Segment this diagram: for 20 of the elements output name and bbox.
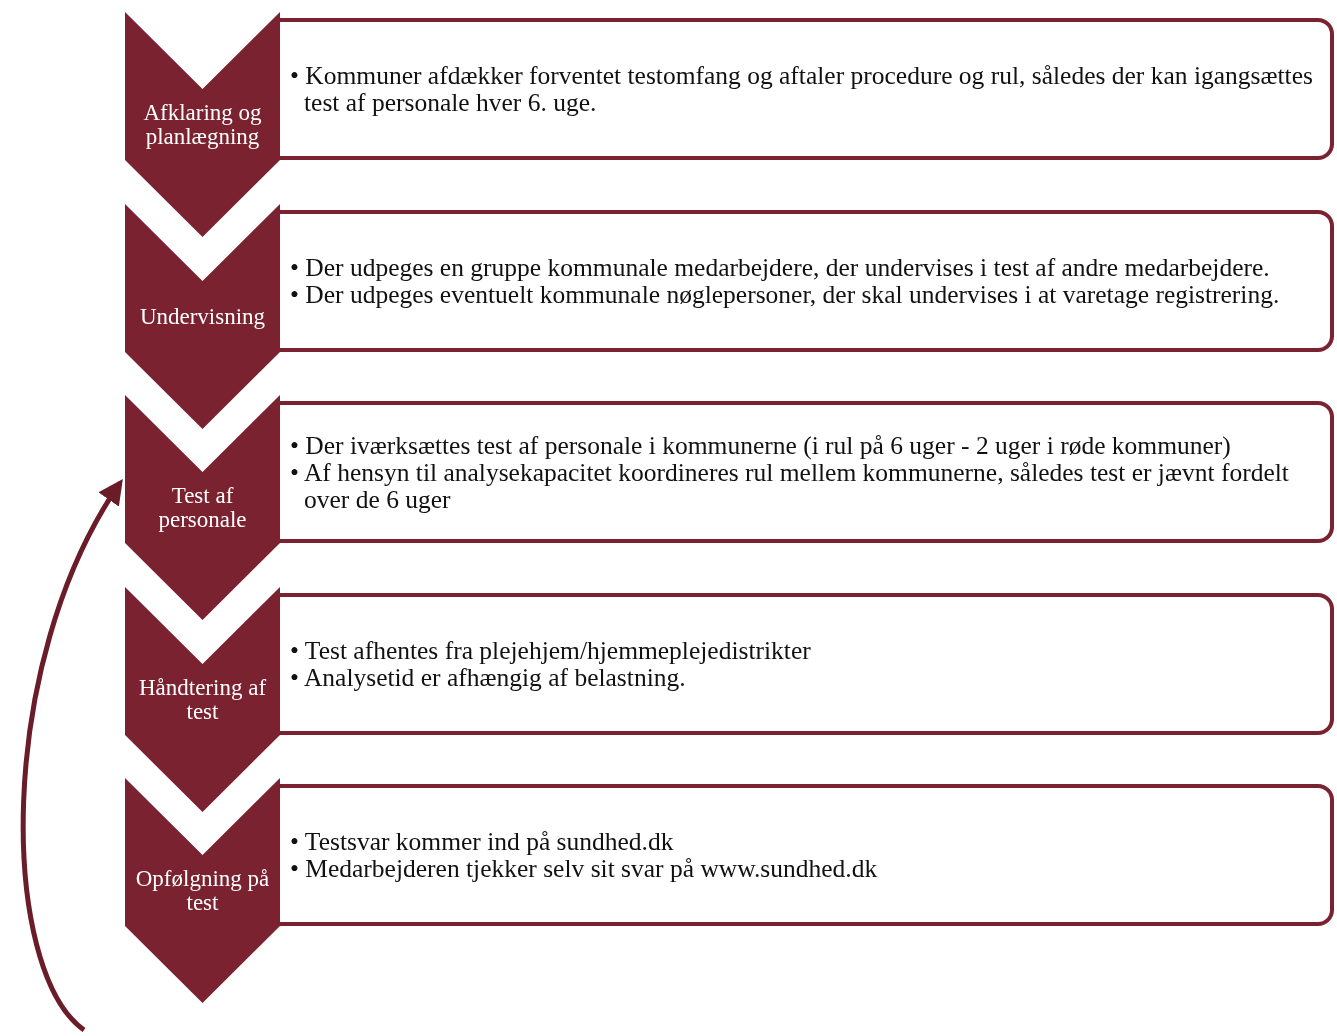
- bullet-text: • Analysetid er afhængig af belastning.: [290, 663, 686, 691]
- chevron-step: [125, 586, 280, 812]
- bullet-text: • Kommuner afdækker forventet testomfang og aftaler procedure og rul, således der kan igangsættes test af personale hver 6. uge.: [290, 62, 1314, 116]
- bullet-text: • Test afhentes fra plejehjem/hjemmeplejedistrikter: [290, 636, 812, 664]
- bullet-text: • Der udpeges en gruppe kommunale medarbejdere, der undervises i test af andre medarbejdere.: [290, 253, 1271, 281]
- step-label: Håndtering af test: [137, 675, 268, 724]
- step-label: Opfølgning på test: [134, 867, 271, 915]
- bullet-text: • Der udpeges eventuelt kommunale nøglepersoner, der skal undervises i at varetage registrering.: [290, 280, 1281, 308]
- step-label: Afklaring og planlægning: [142, 101, 263, 149]
- chevron-step: [125, 395, 280, 620]
- chevron-step: [125, 12, 280, 237]
- bullet-text: • Der iværksættes test af personale i kommunerne (i rul på 6 uger - 2 uger i røde kommuner): [290, 431, 1232, 459]
- bullet-text: • Medarbejderen tjekker selv sit svar på www.sundhed.dk: [290, 855, 879, 882]
- bullet-text: • Af hensyn til analysekapacitet koordineres rul mellem kommunerne, således test er jævnt fordelt over de 6 uger: [290, 458, 1290, 513]
- step-label: Undervisning: [138, 304, 267, 329]
- bullet-text: • Testsvar kommer ind på sundhed.dk: [290, 828, 675, 855]
- chevron-step: [125, 778, 280, 1003]
- chevron-step: [125, 203, 280, 429]
- step-label: Test af personale: [157, 484, 248, 532]
- curved-arrow: [21, 478, 123, 1032]
